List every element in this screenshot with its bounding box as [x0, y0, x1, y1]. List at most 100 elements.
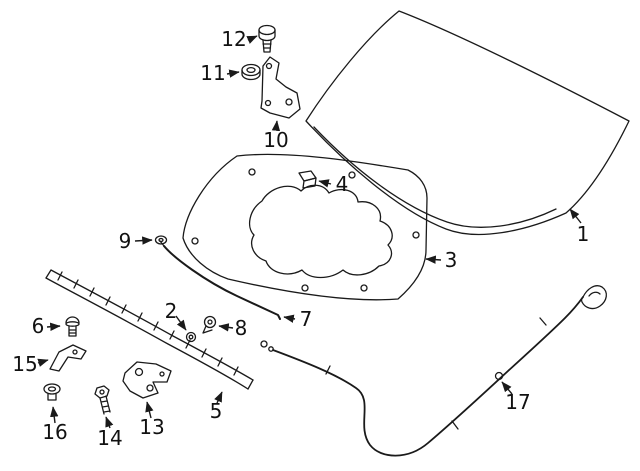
callout-11-arrow [226, 69, 240, 78]
hinge-bracket-10 [260, 56, 301, 119]
pad-center-cutout [248, 184, 393, 279]
callout-10[interactable]: 10 [263, 120, 289, 152]
bolt-shaft [99, 395, 111, 415]
hole [159, 371, 165, 377]
hole [265, 62, 273, 70]
callout-5-label: 5 [210, 399, 223, 423]
callout-3-label: 3 [445, 248, 458, 272]
callout-14[interactable]: 14 [97, 416, 123, 450]
callout-6-label: 6 [32, 314, 45, 338]
catch-outline [49, 344, 87, 372]
hole [134, 367, 144, 377]
rod-tip [159, 240, 165, 247]
clip-tail [202, 325, 213, 334]
clip-2 [185, 331, 197, 343]
strip-lower-edge [45, 277, 249, 390]
hole [72, 349, 78, 355]
callout-16[interactable]: 16 [42, 406, 68, 444]
callout-1-arrow [569, 208, 582, 224]
callout-9[interactable]: 9 [119, 229, 153, 253]
nut-inner [246, 66, 256, 74]
nut-side [241, 69, 261, 81]
release-handle [580, 285, 607, 310]
cable-end-fitting [268, 346, 274, 352]
bolt-14 [94, 385, 111, 415]
bolt-head-side [258, 29, 276, 42]
callout-6[interactable]: 6 [32, 314, 61, 338]
strip-ticks [57, 271, 239, 376]
callout-2-label: 2 [165, 299, 178, 323]
callout-13[interactable]: 13 [139, 401, 165, 439]
cable-grommet [494, 371, 504, 381]
callout-5-arrow [214, 391, 223, 404]
callout-16-label: 16 [42, 420, 67, 444]
callout-4[interactable]: 4 [318, 172, 349, 196]
hole [285, 98, 293, 106]
callout-7-arrow [283, 314, 296, 323]
ring-inner [188, 334, 194, 340]
grommet-cap [43, 383, 61, 395]
grommet-16 [43, 383, 61, 401]
callout-8-label: 8 [235, 316, 248, 340]
callout-17-label: 17 [505, 390, 530, 414]
bolt-shaft [262, 39, 272, 53]
callout-13-label: 13 [139, 415, 164, 439]
callout-6-arrow [46, 322, 61, 331]
callout-12-arrow [246, 35, 258, 44]
callout-7-label: 7 [300, 307, 313, 331]
hood-outline [305, 10, 630, 236]
callout-15[interactable]: 15 [12, 352, 49, 376]
bolt-12 [258, 24, 276, 53]
callout-3-arrow [425, 255, 442, 264]
bolt-head-center [99, 389, 105, 395]
callout-7[interactable]: 7 [283, 307, 313, 331]
cable-retainer-ticks [325, 317, 547, 430]
cable-end-fitting [260, 340, 268, 348]
stud-6 [65, 316, 80, 337]
ring-outer [185, 331, 197, 343]
clip-ring-inner [207, 319, 213, 325]
strip-upper-edge [50, 269, 254, 381]
grommet-stem [47, 393, 57, 401]
release-cable-17 [260, 285, 607, 457]
callout-3[interactable]: 3 [425, 248, 458, 272]
callout-9-arrow [134, 236, 153, 245]
callout-9-label: 9 [119, 229, 132, 253]
callout-14-label: 14 [97, 426, 122, 450]
callout-17-arrow [501, 381, 513, 395]
hood-panel [305, 10, 630, 236]
callout-8-arrow [218, 323, 234, 332]
bracket-outline [260, 56, 301, 119]
stud-stem [68, 325, 77, 337]
clip-4 [298, 170, 317, 189]
callout-4-label: 4 [336, 172, 349, 196]
clip-front [302, 177, 317, 189]
cable-body [272, 296, 584, 457]
clip-ring [203, 315, 217, 329]
callout-5[interactable]: 5 [210, 391, 223, 423]
callout-1-label: 1 [577, 222, 590, 246]
callout-17[interactable]: 17 [501, 381, 531, 414]
callout-15-arrow [37, 358, 49, 367]
callout-2[interactable]: 2 [165, 299, 187, 331]
callout-8[interactable]: 8 [218, 316, 248, 340]
callout-13-arrow [145, 401, 154, 419]
stud-flange [65, 321, 80, 327]
prop-rod-7 [159, 240, 281, 320]
safety-catch-15 [49, 344, 87, 372]
insulator-pad-3 [182, 153, 428, 301]
nut-11 [241, 63, 261, 81]
hole [360, 284, 368, 292]
hole [301, 284, 309, 292]
grommet-8 [202, 315, 217, 334]
stud-dome [65, 316, 80, 324]
callout-11-label: 11 [200, 61, 225, 85]
callout-10-label: 10 [263, 128, 288, 152]
hole [191, 237, 199, 245]
callout-12[interactable]: 12 [221, 27, 258, 51]
hole [412, 231, 420, 239]
callout-1[interactable]: 1 [569, 208, 590, 246]
callout-11[interactable]: 11 [200, 61, 240, 85]
